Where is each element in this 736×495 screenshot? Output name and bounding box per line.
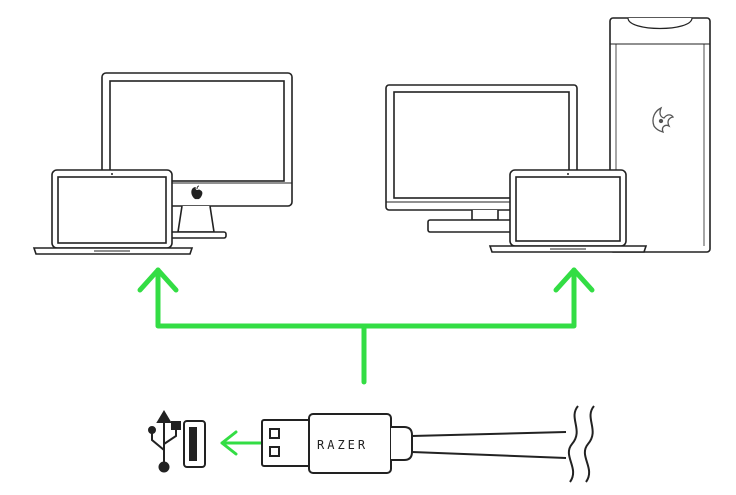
plug-metal-tip	[262, 420, 310, 466]
cable-break-left	[569, 406, 578, 482]
usb-cable	[412, 406, 594, 482]
plug-contact-top	[270, 429, 279, 438]
usb-port-icon	[184, 421, 205, 467]
left-branch	[158, 270, 364, 326]
plug-contact-bottom	[270, 447, 279, 456]
right-branch	[364, 270, 574, 326]
right-laptop	[490, 170, 646, 252]
usb-symbol-icon	[149, 412, 180, 472]
cable-break-right	[585, 406, 594, 482]
connector-brand-label: RAZER	[317, 438, 368, 452]
strain-relief	[391, 427, 412, 460]
left-laptop	[34, 170, 192, 254]
